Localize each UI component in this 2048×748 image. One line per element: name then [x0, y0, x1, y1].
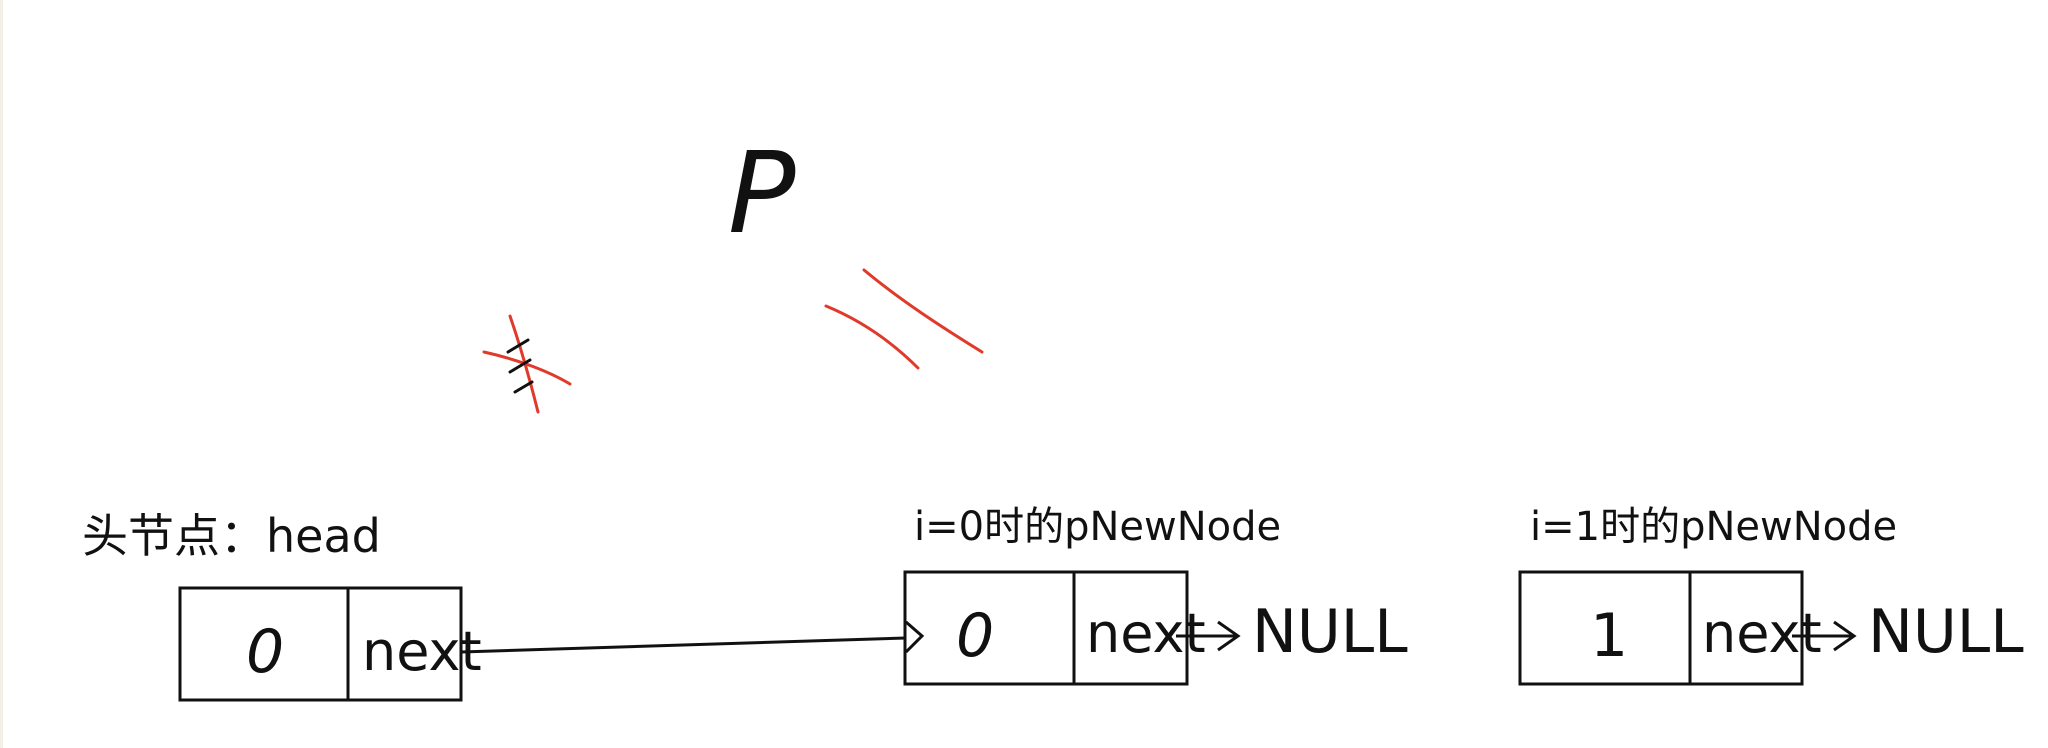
pointer-p-label: P — [728, 129, 796, 259]
head-node-data: 0 — [246, 617, 284, 687]
node-i0-label: i=0时的pNewNode — [914, 504, 1281, 550]
equals-mark — [824, 268, 984, 370]
head-node-label: 头节点：head — [82, 509, 381, 563]
node-i1-null-arrow — [1792, 620, 1857, 652]
node-i1-box — [1518, 570, 1804, 686]
node-i0-data: 0 — [956, 601, 994, 671]
page-edge — [0, 0, 3, 748]
node-i0-null: NULL — [1252, 597, 1408, 667]
node0-arrowhead — [904, 620, 925, 654]
node-i1-next: next — [1702, 602, 1822, 665]
pointer-tick-marks — [506, 338, 534, 394]
node-i1-null: NULL — [1868, 597, 2024, 667]
head-to-node0-arrow — [460, 636, 907, 654]
node-i0-null-arrow — [1176, 620, 1241, 652]
node-i0-box — [903, 570, 1189, 686]
head-node-box — [178, 586, 463, 702]
strikeout-mark — [482, 314, 572, 414]
node-i0-next: next — [1086, 602, 1206, 665]
node-i1-data: 1 — [1590, 601, 1628, 671]
node-i1-label: i=1时的pNewNode — [1530, 504, 1897, 550]
